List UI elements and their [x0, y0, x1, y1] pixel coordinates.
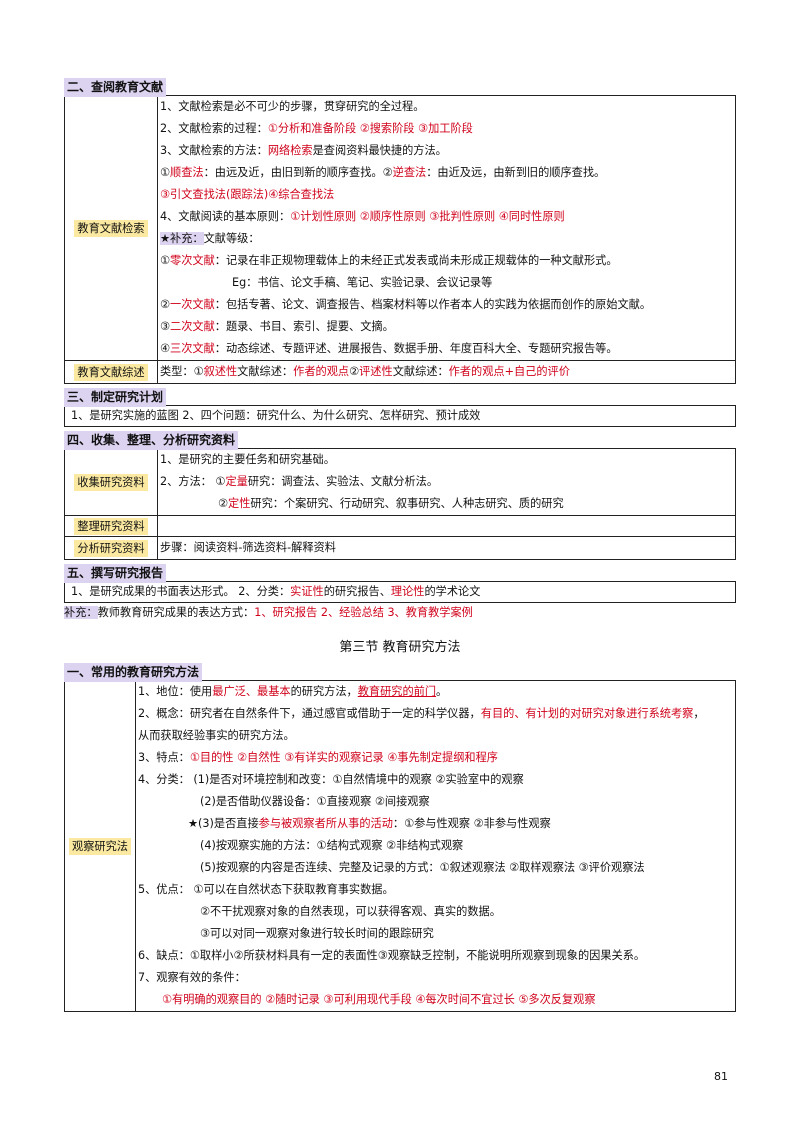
- text-line: 1、文献检索是必不可少的步骤，贯穿研究的全过程。: [160, 100, 425, 113]
- text-line: ①顺查法：由远及近，由旧到新的顺序查找。②逆查法：由近及远，由新到旧的顺序查找。: [160, 166, 606, 179]
- text-line: ①零次文献：记录在非正规物理载体上的未经正式发表或尚未形成正规载体的一种文献形式…: [160, 254, 618, 267]
- row-label-cell: 观察研究法: [64, 680, 136, 1012]
- section-title: 二、查阅教育文献: [64, 78, 167, 97]
- section-title: 三、制定研究计划: [64, 388, 167, 407]
- page-number: 81: [714, 1070, 728, 1083]
- text-line: 1、是研究的主要任务和研究基础。: [160, 453, 335, 466]
- text-line: 6、缺点：①取样小②所获材料具有一定的表面性③观察缺乏控制，不能说明所观察到现象…: [138, 949, 646, 962]
- text-line: ★(3)是否直接参与被观察者所从事的活动：①参与性观察 ②非参与性观察: [188, 817, 551, 830]
- data-table: 收集研究资料 1、是研究的主要任务和研究基础。 2、方法： ①定量研究：调查法、…: [64, 448, 736, 560]
- row-label-cell: 教育文献综述: [64, 360, 158, 384]
- plan-box: 1、是研究实施的蓝图 2、四个问题：研究什么、为什么研究、怎样研究、预计成效: [64, 405, 736, 427]
- row-label: 教育文献检索: [74, 220, 148, 237]
- text-line: 2、文献检索的过程：①分析和准备阶段 ②搜索阶段 ③加工阶段: [160, 122, 473, 135]
- text-line: 2、概念：研究者在自然条件下，通过感官或借助于一定的科学仪器，有目的、有计划的对…: [138, 707, 705, 720]
- row-label: 分析研究资料: [74, 540, 148, 557]
- methods-table: 观察研究法 1、地位：使用最广泛、最基本的研究方法，教育研究的前门。 2、概念：…: [64, 680, 736, 1012]
- row-label-cell: 分析研究资料: [64, 536, 158, 560]
- row-label-cell: 收集研究资料: [64, 448, 158, 516]
- row-label-cell: 整理研究资料: [64, 515, 158, 537]
- text-line: 类型：①叙述性文献综述：作者的观点②评述性文献综述：作者的观点+自己的评价: [160, 365, 570, 378]
- literature-table: 教育文献检索 1、文献检索是必不可少的步骤，贯穿研究的全过程。 2、文献检索的过…: [64, 95, 736, 384]
- content-cell: 类型：①叙述性文献综述：作者的观点②评述性文献综述：作者的观点+自己的评价: [157, 360, 736, 384]
- text-line: 步骤：阅读资料-筛选资料-解释资料: [160, 541, 336, 554]
- row-label: 教育文献综述: [74, 364, 148, 381]
- row-label: 整理研究资料: [74, 518, 148, 535]
- text-line: 4、文献阅读的基本原则：①计划性原则 ②顺序性原则 ③批判性原则 ④同时性原则: [160, 210, 565, 223]
- text-line: ③可以对同一观察对象进行较长时间的跟踪研究: [200, 927, 434, 940]
- text-line: 5、优点： ①可以在自然状态下获取教育事实数据。: [138, 883, 394, 896]
- text-line: 4、分类： (1)是否对环境控制和改变：①自然情境中的观察 ②实验室中的观察: [138, 773, 524, 786]
- content-cell: 1、文献检索是必不可少的步骤，贯穿研究的全过程。 2、文献检索的过程：①分析和准…: [157, 95, 736, 361]
- content-cell: 1、是研究的主要任务和研究基础。 2、方法： ①定量研究：调查法、实验法、文献分…: [157, 448, 736, 516]
- text-line: ①有明确的观察目的 ②随时记录 ③可利用现代手段 ④每次时间不宜过长 ⑤多次反复…: [162, 993, 596, 1006]
- text-line: 1、地位：使用最广泛、最基本的研究方法，教育研究的前门。: [138, 685, 448, 698]
- text-line: 2、方法： ①定量研究：调查法、实验法、文献分析法。: [160, 475, 439, 488]
- supplement-note: 补充：教师教育研究成果的表达方式：1、研究报告 2、经验总结 3、教育教学案例: [64, 606, 473, 619]
- text-line: 3、文献检索的方法：网络检索是查阅资料最快捷的方法。: [160, 144, 447, 157]
- text-line: (5)按观察的内容是否连续、完整及记录的方式：①叙述观察法 ②取样观察法 ③评价…: [200, 861, 645, 874]
- section-title: 五、撰写研究报告: [64, 564, 167, 583]
- row-label: 收集研究资料: [74, 474, 148, 491]
- text-line: (2)是否借助仪器设备：①直接观察 ②间接观察: [200, 795, 430, 808]
- text-line: Eg：书信、论文手稿、笔记、实验记录、会议记录等: [232, 276, 493, 289]
- row-label: 观察研究法: [69, 838, 131, 855]
- report-box: 1、是研究成果的书面表达形式。 2、分类：实证性的研究报告、理论性的学术论文: [64, 581, 736, 603]
- text-line: ③引文查找法(跟踪法)④综合查找法: [160, 188, 335, 201]
- text-line: 3、特点：①目的性 ②自然性 ③有详实的观察记录 ④事先制定提纲和程序: [138, 751, 498, 764]
- text-line: (4)按观察实施的方法：①结构式观察 ②非结构式观察: [200, 839, 464, 852]
- text-line: ③二次文献：题录、书目、索引、提要、文摘。: [160, 320, 394, 333]
- content-cell: 1、地位：使用最广泛、最基本的研究方法，教育研究的前门。 2、概念：研究者在自然…: [135, 680, 736, 1012]
- row-label-cell: 教育文献检索: [64, 95, 158, 361]
- text-line: 7、观察有效的条件：: [138, 971, 246, 984]
- text-line: ④三次文献：动态综述、专题评述、进展报告、数据手册、年度百科大全、专题研究报告等…: [160, 342, 618, 355]
- text-line: ★补充：文献等级：: [160, 232, 260, 245]
- text-line: ②不干扰观察对象的自然表现，可以获得客观、真实的数据。: [200, 905, 501, 918]
- section-title: 一、常用的教育研究方法: [64, 663, 203, 682]
- text-line: ②定性研究：个案研究、行动研究、叙事研究、人种志研究、质的研究: [218, 497, 564, 510]
- text-line: 从而获取经验事实的研究方法。: [138, 729, 295, 742]
- content-cell: 步骤：阅读资料-筛选资料-解释资料: [157, 536, 736, 560]
- text-line: ②一次文献：包括专著、论文、调查报告、档案材料等以作者本人的实践为依据而创作的原…: [160, 298, 652, 311]
- document-page: 二、查阅教育文献 教育文献检索 1、文献检索是必不可少的步骤，贯穿研究的全过程。…: [64, 76, 736, 1012]
- section-title: 四、收集、整理、分析研究资料: [64, 431, 239, 450]
- chapter-title: 第三节 教育研究方法: [339, 640, 461, 655]
- content-cell: [157, 515, 736, 537]
